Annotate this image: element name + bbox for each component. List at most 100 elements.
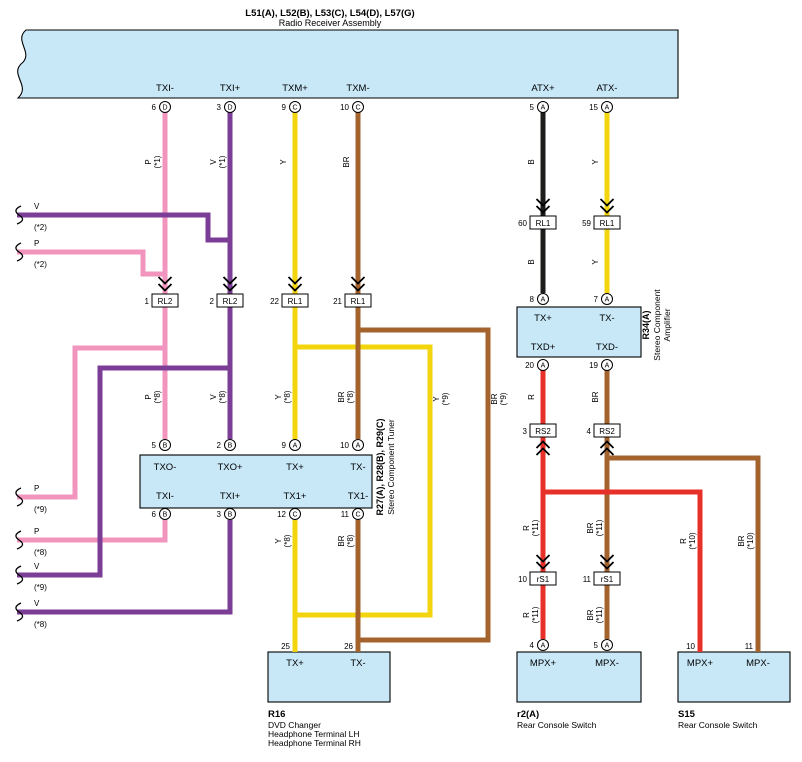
tuner-pin-connectors: B 5 B 2 A 9 A 10 B 6 B 3 C 12 C 11 — [152, 439, 364, 520]
connector-circle — [289, 101, 301, 113]
connector-letter: D — [162, 105, 167, 112]
console1-name: Rear Console Switch — [517, 720, 597, 730]
connector-letter: A — [541, 297, 546, 304]
junction-rs1-10-label: rS1 — [537, 575, 550, 584]
console2-terminal-mpx-minus: MPX- — [746, 658, 770, 669]
dvd-terminal-tx-plus: TX+ — [286, 658, 304, 669]
stub-label-note: (*9) — [34, 583, 47, 592]
junction-rl1-22-pin: 22 — [270, 297, 279, 306]
wire-break-marks — [15, 205, 24, 622]
wire-label-code: Y — [274, 538, 283, 544]
wire-label-code: BR — [337, 391, 346, 402]
wire-break-icon — [15, 205, 24, 225]
wire-label-code: B — [527, 259, 536, 264]
wire-label-code: P — [144, 394, 153, 399]
pin-number: 4 — [530, 641, 535, 650]
connector-chevron-icon — [350, 276, 366, 292]
pin-number: 11 — [341, 510, 350, 519]
wire-label-note: (*9) — [441, 392, 450, 405]
connector-letter: A — [541, 105, 546, 112]
junction-rl2-1-label: RL2 — [158, 297, 173, 306]
wire-label-note: (*10) — [688, 532, 697, 550]
junction-rl1-22-label: RL1 — [288, 297, 303, 306]
pin-number: 3 — [217, 510, 222, 519]
junction-rs1-11-box — [593, 571, 621, 586]
junction-rl1-60-label: RL1 — [536, 219, 551, 228]
wire-label-code: Y — [279, 159, 288, 165]
junction-rs2-4-box — [593, 423, 621, 438]
connector-letter: B — [228, 512, 233, 519]
connector-chevron-icon — [535, 554, 551, 570]
wire-label-code: R — [522, 525, 531, 531]
connector-chevron-icon — [599, 198, 615, 214]
junction-rl2-1-box — [151, 293, 179, 308]
radio-code: L51(A), L52(B), L53(C), L54(D), L57(G) — [245, 8, 414, 19]
connector-chevron-icon — [599, 440, 615, 456]
connector-chevron-icon — [222, 276, 238, 292]
junction-rl1-21-pin: 21 — [333, 297, 342, 306]
console1-code: r2(A) — [517, 709, 539, 720]
wire-stub-v9-branch — [17, 365, 230, 578]
brown-wires — [355, 112, 761, 652]
connector-chevron-icon — [535, 440, 551, 456]
stub-label-code: V — [34, 202, 40, 211]
pin-number: 3 — [217, 103, 222, 112]
connector-letter: C — [292, 512, 297, 519]
wire-label-code: BR — [737, 535, 746, 546]
rear-console-switch-2-box — [677, 651, 791, 703]
junction-rs1-11-label: rS1 — [601, 575, 614, 584]
junction-rs2-3-box — [529, 423, 557, 438]
radio-pin-connectors: D 6 D 3 C 9 C 10 A 5 A 15 — [152, 101, 613, 113]
wire-label-code: B — [527, 159, 536, 164]
connector-circle — [159, 101, 171, 113]
junction-rl1-21-label: RL1 — [351, 297, 366, 306]
connector-letter: A — [605, 105, 610, 112]
connector-circle — [537, 101, 549, 113]
tuner-terminal-tx-minus: TX- — [350, 462, 365, 473]
radio-terminal-txm-minus: TXM- — [346, 83, 369, 94]
connector-letter: A — [605, 643, 610, 650]
red-wires — [540, 370, 703, 652]
amp-terminal-tx-plus: TX+ — [534, 313, 552, 324]
connector-letter: A — [293, 443, 298, 450]
connector-circle — [289, 439, 301, 451]
stub-label-code: P — [34, 484, 39, 493]
console2-name: Rear Console Switch — [678, 720, 758, 730]
connector-circle — [352, 101, 364, 113]
connector-chevrons — [157, 198, 615, 570]
junction-rs2-4-label: RS2 — [599, 427, 615, 436]
wire-label-note: (*8) — [346, 534, 355, 547]
connector-circle — [537, 359, 549, 371]
console2-code: S15 — [678, 709, 696, 720]
wire-labels: P (*1) V (*1) Y BR B Y B Y P (*8) V (*8)… — [34, 155, 755, 629]
junction-rs2-3-pin: 3 — [523, 427, 528, 436]
pin-number: 10 — [340, 103, 349, 112]
junction-rs2-3-label: RS2 — [535, 427, 551, 436]
pin-number: 10 — [340, 441, 349, 450]
pin-number: 5 — [152, 441, 157, 450]
wire-label-code: R — [527, 394, 536, 400]
wire-label-note: (*8) — [346, 390, 355, 403]
pin-number: 11 — [745, 642, 754, 651]
junction-rl2-1-pin: 1 — [145, 297, 150, 306]
wire-label-code: Y — [591, 159, 600, 165]
wire-break-icon — [15, 602, 24, 622]
amp-terminal-txd-plus: TXD+ — [531, 342, 556, 353]
connector-letter: A — [541, 643, 546, 650]
junction-rl2-2-label: RL2 — [223, 297, 238, 306]
connector-letter: B — [163, 512, 168, 519]
junction-rl2-2-box — [216, 293, 244, 308]
junction-rl1-59-pin: 59 — [582, 219, 591, 228]
pin-number: 9 — [282, 441, 287, 450]
connector-letter: A — [605, 363, 610, 370]
pin-number: 5 — [530, 103, 535, 112]
amp-name-vertical-1: Stereo Component — [652, 289, 662, 361]
pin-number: 7 — [594, 295, 599, 304]
component-labels: L51(A), L52(B), L53(C), L54(D), L57(G) R… — [154, 8, 770, 748]
stub-label-note: (*8) — [34, 620, 47, 629]
connector-letter: B — [228, 443, 233, 450]
connector-circle — [224, 439, 236, 451]
component-boxes — [16, 29, 791, 703]
wire-label-code: Y — [591, 259, 600, 265]
connector-letter: C — [292, 105, 297, 112]
